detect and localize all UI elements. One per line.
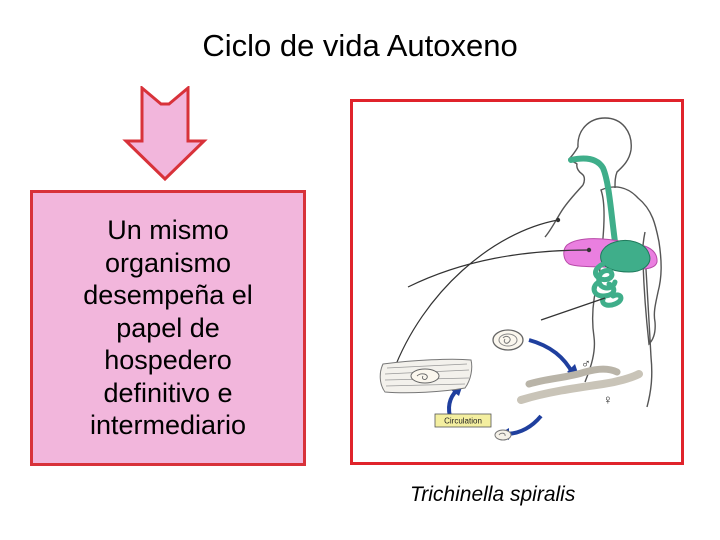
- ingestion-curve-lower: [407, 249, 590, 288]
- male-symbol: ♂: [581, 356, 591, 371]
- newborn-larva: [494, 429, 512, 441]
- definition-line: desempeña el: [83, 280, 253, 311]
- species-caption: Trichinella spiralis: [410, 483, 576, 506]
- circulation-label-box: [434, 413, 492, 428]
- cycle-arrow-bottom: [504, 414, 543, 436]
- definition-box: Un mismo organismo desempeña el papel de…: [30, 190, 306, 466]
- slide-title: Ciclo de vida Autoxeno: [202, 28, 518, 63]
- definition-line: papel de: [116, 312, 220, 343]
- adult-worm-female: [517, 370, 643, 404]
- human-head-outline: [568, 117, 632, 189]
- definition-line: Un mismo: [107, 215, 229, 246]
- cycle-arrow-right: [528, 338, 575, 375]
- definition-line: hospedero: [104, 345, 232, 376]
- ingestion-curve-upper-end: [555, 217, 561, 223]
- definition-line: definitivo e: [103, 377, 233, 408]
- human-shoulder-outline: [544, 184, 584, 238]
- ingestion-curve-lower-end: [586, 247, 592, 253]
- larva-cyst: [492, 329, 524, 351]
- ingestion-curve-upper: [392, 219, 559, 373]
- striated-muscle: [379, 358, 473, 394]
- circulation-label: Circulation: [444, 417, 482, 426]
- intestine-coils: [591, 261, 624, 308]
- stomach-green: [600, 240, 651, 273]
- intestine-pointer-line: [540, 297, 606, 321]
- life-cycle-illustration: ♂ ♀ Circulation: [379, 117, 662, 441]
- definition-line: intermediario: [89, 410, 247, 441]
- adult-worm-male: [525, 365, 621, 388]
- life-cycle-diagram: ♂ ♀ Circulation: [350, 99, 684, 465]
- definition-text: Un mismo organismo desempeña el papel de…: [83, 214, 253, 442]
- definition-line: organismo: [104, 247, 232, 278]
- female-symbol: ♀: [603, 392, 613, 407]
- down-arrow-icon: [122, 86, 208, 182]
